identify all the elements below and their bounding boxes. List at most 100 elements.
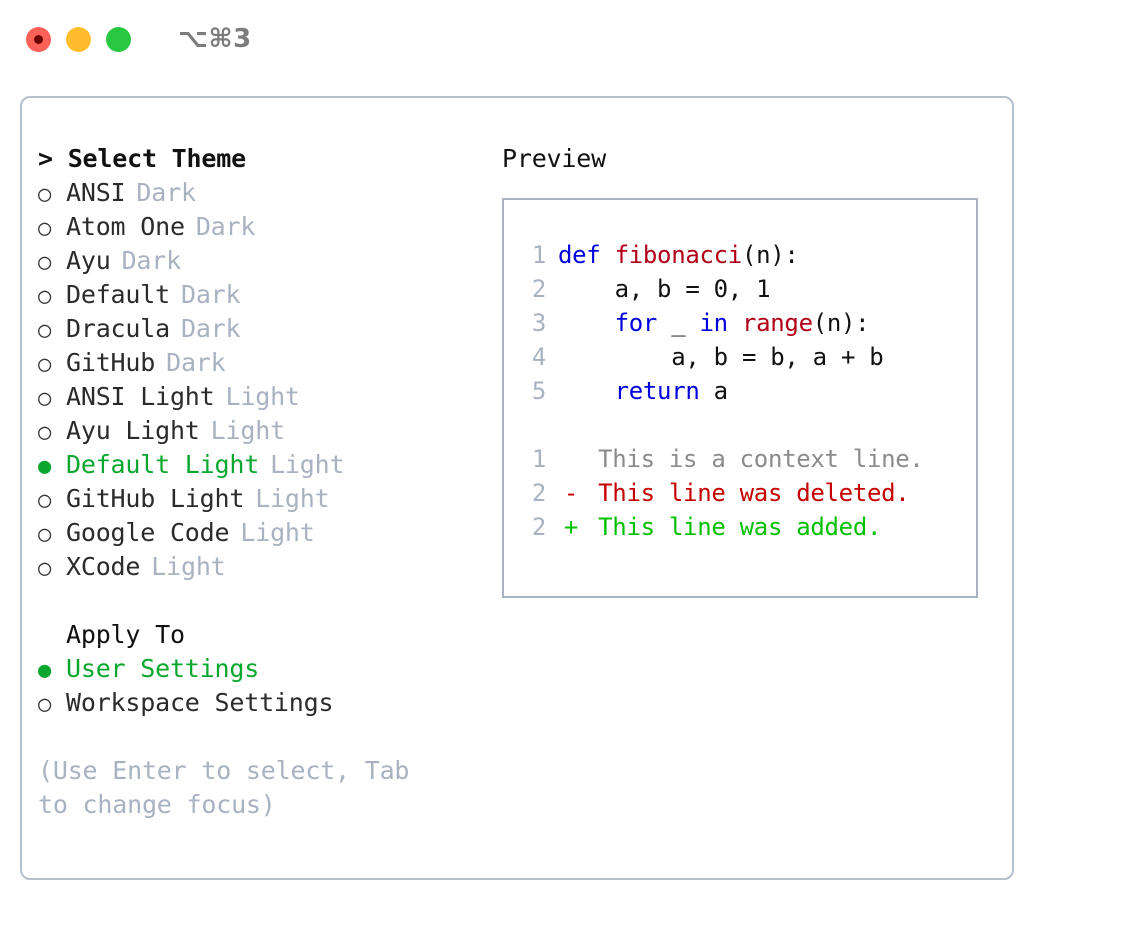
zoom-button[interactable]	[106, 26, 131, 52]
theme-option-label: ANSI Light	[66, 382, 215, 411]
radio-unselected-icon: ○	[38, 250, 52, 275]
code-token-kw: def	[558, 241, 615, 269]
theme-option-label: Default	[66, 280, 170, 309]
diff-line-ctx: 1 This is a context line.	[520, 442, 970, 476]
list-spacer	[38, 584, 488, 618]
code-token-fn: fibonacci	[614, 241, 743, 269]
radio-unselected-icon: ○	[38, 284, 52, 309]
code-token-txt: (n):	[741, 241, 799, 269]
code-line-number: 2	[531, 275, 546, 303]
theme-option-ansi[interactable]: ○ ANSI Dark	[38, 176, 488, 210]
theme-option-label: Ayu Light	[66, 416, 200, 445]
minimize-button[interactable]	[66, 26, 91, 52]
radio-selected-icon: ●	[38, 454, 52, 479]
theme-option-label: ANSI	[66, 178, 126, 207]
theme-option-ayu[interactable]: ○ Ayu Dark	[38, 244, 488, 278]
theme-option-category: Dark	[136, 178, 196, 207]
theme-option-label: Dracula	[66, 314, 170, 343]
code-token-fn: range	[741, 309, 813, 337]
code-line-number: 3	[531, 309, 546, 337]
traffic-lights	[26, 26, 131, 52]
code-diff-spacer	[520, 408, 970, 442]
diff-line-add: 2 + This line was added.	[520, 510, 970, 544]
theme-option-category: Light	[270, 450, 345, 479]
theme-option-label: Google Code	[66, 518, 230, 547]
theme-option-category: Dark	[180, 314, 241, 343]
diff-sample: 1 This is a context line.2- This line wa…	[520, 442, 970, 544]
radio-unselected-icon: ○	[38, 488, 52, 513]
theme-option-category: Light	[225, 382, 300, 411]
diff-line-number: 2	[531, 513, 546, 541]
apply-to-list: ● User Settings ○Workspace Settings	[38, 652, 488, 720]
code-token-kw: for	[614, 309, 658, 337]
theme-option-label: Ayu	[66, 246, 111, 275]
code-line-number: 4	[531, 343, 546, 371]
code-token-txt	[558, 306, 615, 340]
theme-option-category: Light	[210, 416, 285, 445]
diff-line-number: 1	[531, 445, 546, 473]
preview-title: Preview	[502, 144, 606, 173]
theme-option-label: GitHub	[66, 348, 156, 377]
radio-selected-icon: ●	[38, 658, 52, 683]
diff-line-text: This line was added.	[584, 513, 882, 541]
theme-option-category: Dark	[195, 212, 256, 241]
select-theme-header: > Select Theme	[38, 144, 246, 173]
theme-option-label: XCode	[66, 552, 141, 581]
code-line-number: 1	[531, 241, 546, 269]
code-token-kw: in	[699, 309, 729, 337]
radio-unselected-icon: ○	[38, 556, 52, 581]
diff-sign-add: +	[563, 513, 579, 541]
theme-option-label: Atom One	[66, 212, 185, 241]
theme-option-ansi-light[interactable]: ○ ANSI Light Light	[38, 380, 488, 414]
radio-unselected-icon: ○	[38, 352, 52, 377]
close-button[interactable]	[26, 26, 51, 52]
apply-to-option-label: User Settings	[66, 654, 260, 683]
window-title-shortcut: ⌥⌘3	[178, 24, 252, 54]
theme-option-category: Light	[255, 484, 330, 513]
diff-line-text: This is a context line.	[584, 445, 924, 473]
theme-option-ayu-light[interactable]: ○ Ayu Light Light	[38, 414, 488, 448]
theme-option-xcode[interactable]: ○ XCode Light	[38, 550, 488, 584]
apply-to-option-label: Workspace Settings	[66, 688, 334, 717]
apply-to-option-workspace-settings[interactable]: ○Workspace Settings	[38, 686, 488, 720]
diff-sign-del: -	[563, 479, 579, 507]
radio-unselected-icon: ○	[38, 182, 52, 207]
diff-sign-ctx	[558, 442, 584, 476]
titlebar: ⌥⌘3	[0, 0, 1140, 78]
code-line: 5 return a	[520, 374, 970, 408]
radio-unselected-icon: ○	[38, 386, 52, 411]
code-token-txt: (n):	[812, 309, 870, 337]
theme-option-category: Dark	[180, 280, 241, 309]
code-token-kw: return	[614, 377, 700, 405]
theme-option-category: Dark	[121, 246, 182, 275]
code-line: 4 a, b = b, a + b	[520, 340, 970, 374]
code-token-txt: _	[657, 309, 700, 337]
keyboard-hint: (Use Enter to select, Tab to change focu…	[38, 756, 410, 819]
theme-option-category: Light	[151, 552, 226, 581]
code-token-txt: a, b = 0, 1	[558, 275, 771, 303]
radio-unselected-icon: ○	[38, 522, 52, 547]
diff-line-del: 2- This line was deleted.	[520, 476, 970, 510]
code-token-txt: a, b = b, a + b	[558, 343, 884, 371]
radio-unselected-icon: ○	[38, 420, 52, 445]
apply-to-option-user-settings[interactable]: ● User Settings	[38, 652, 488, 686]
theme-option-default[interactable]: ○ Default Dark	[38, 278, 488, 312]
code-line-number: 5	[531, 377, 546, 405]
code-token-txt: a	[699, 377, 728, 405]
apply-to-header: Apply To	[66, 620, 185, 649]
